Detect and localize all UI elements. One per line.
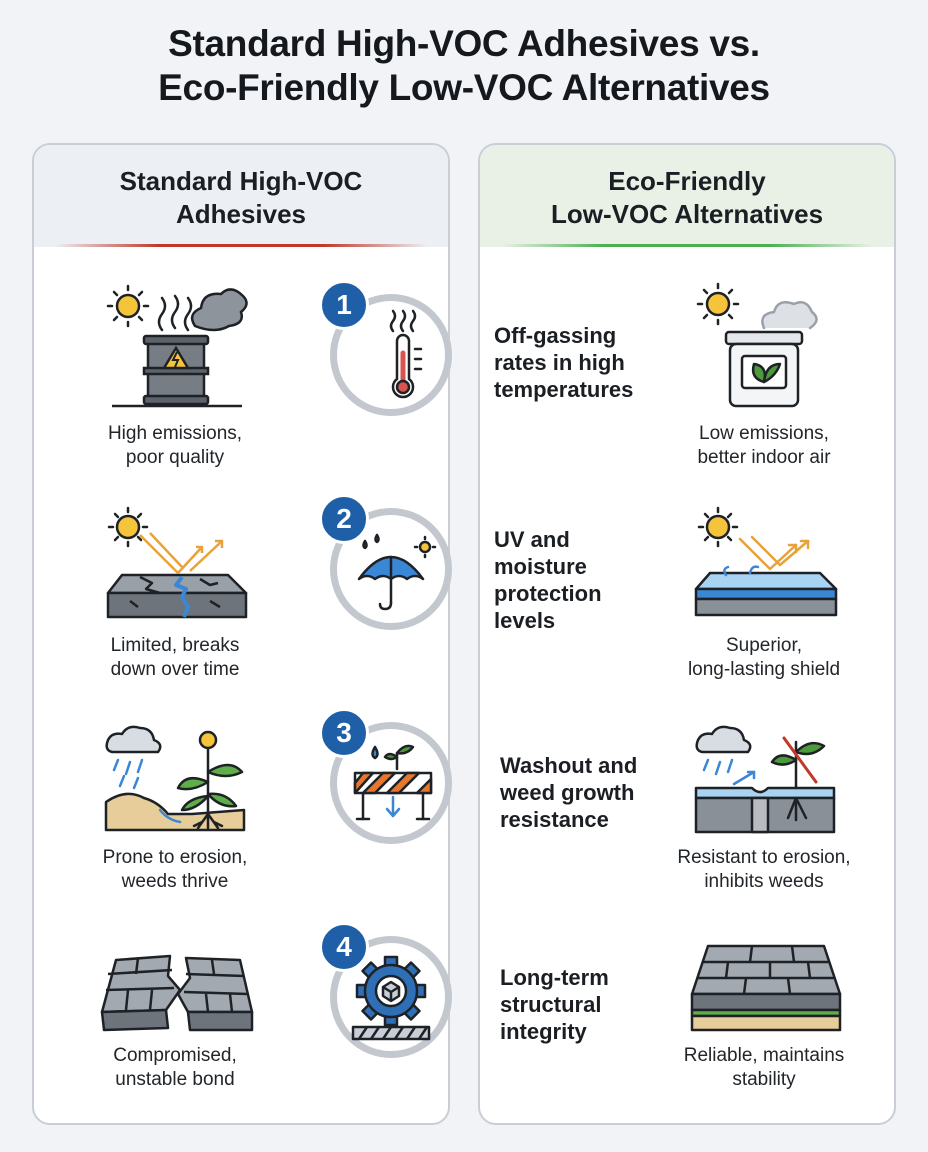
criterion-2-badge: 2 [319,494,369,544]
criterion-4-badge: 4 [319,922,369,972]
criterion-3-circle [330,722,452,844]
low-voc-panel-heading: Eco-Friendly Low-VOC Alternatives [480,145,894,247]
umbrella-icon [357,533,437,611]
high-voc-item-2-line-1: Limited, breaks [110,635,240,656]
high-voc-heading-line-1: Standard High-VOC [119,166,363,196]
low-voc-item-2-line-1: Superior, [725,635,803,656]
high-voc-item-1-line-1: High emissions, [107,423,243,444]
protected-slab-icon [694,506,838,617]
resistant-ground-icon [694,725,836,834]
page-title-line-2: Eco-Friendly Low-VOC Alternatives [158,67,770,108]
criterion-1-label: Off-gassing rates in high temperatures [494,322,664,403]
low-voc-heading-line-2: Low-VOC Alternatives [550,199,824,229]
low-voc-item-1: Low emissions, better indoor air [634,422,894,470]
gear-structure-icon [351,955,431,1041]
high-voc-item-2-line-2: down over time [110,659,240,680]
low-voc-item-1-line-1: Low emissions, [699,423,829,444]
low-voc-heading-line-1: Eco-Friendly [608,166,766,196]
eco-container-icon [696,282,818,408]
criterion-2-line-1: UV and [494,527,570,552]
high-voc-item-1-line-2: poor quality [125,447,225,468]
criterion-2-line-3: protection [494,581,602,606]
high-voc-item-2: Limited, breaks down over time [45,634,305,682]
page-title-line-1: Standard High-VOC Adhesives vs. [168,23,760,64]
high-voc-item-4-line-2: unstable bond [115,1069,235,1090]
criterion-2-line-2: moisture [494,554,587,579]
low-voc-item-3-line-2: inhibits weeds [704,871,824,892]
intact-paving-icon [690,944,842,1032]
criterion-2-line-4: levels [494,608,556,633]
criterion-3-badge: 3 [319,708,369,758]
criterion-1-line-1: Off-gassing [494,323,617,348]
low-voc-item-1-line-2: better indoor air [697,447,831,468]
criterion-4-label: Long-term structural integrity [500,964,670,1045]
criterion-4-line-1: Long-term [500,965,609,990]
criterion-1-line-2: rates in high [494,350,625,375]
barrier-icon [353,744,433,821]
criterion-3-label: Washout and weed growth resistance [500,752,670,833]
cracked-slab-icon [106,506,248,619]
high-voc-item-4-line-1: Compromised, [113,1045,237,1066]
low-voc-item-4: Reliable, maintains stability [634,1044,894,1092]
criterion-3-line-3: resistance [500,807,609,832]
criterion-2-label: UV and moisture protection levels [494,526,664,634]
low-voc-item-2: Superior, long-lasting shield [634,634,894,682]
criterion-3-line-1: Washout and [500,753,638,778]
high-voc-item-3: Prone to erosion, weeds thrive [45,846,305,894]
criterion-3-line-2: weed growth [500,780,635,805]
criterion-4-line-2: structural [500,992,602,1017]
high-voc-item-3-line-1: Prone to erosion, [102,847,248,868]
low-voc-item-2-line-2: long-lasting shield [687,659,841,680]
low-voc-item-4-line-1: Reliable, maintains [683,1045,845,1066]
high-voc-item-4: Compromised, unstable bond [45,1044,305,1092]
page-title: Standard High-VOC Adhesives vs. Eco-Frie… [0,22,928,110]
high-voc-panel-heading: Standard High-VOC Adhesives [34,145,448,247]
thermometer-icon [389,309,423,399]
erosion-weed-icon [104,725,246,832]
criterion-4-line-3: integrity [500,1019,587,1044]
criterion-1-line-3: temperatures [494,377,634,402]
criterion-1-badge: 1 [319,280,369,330]
high-voc-heading-line-2: Adhesives [175,199,307,229]
emitting-barrel-icon [106,284,248,408]
low-voc-item-3: Resistant to erosion, inhibits weeds [634,846,894,894]
low-voc-item-3-line-1: Resistant to erosion, [677,847,851,868]
low-voc-item-4-line-2: stability [732,1069,796,1090]
high-voc-item-3-line-2: weeds thrive [121,871,229,892]
broken-pavers-icon [100,954,254,1032]
high-voc-item-1: High emissions, poor quality [45,422,305,470]
